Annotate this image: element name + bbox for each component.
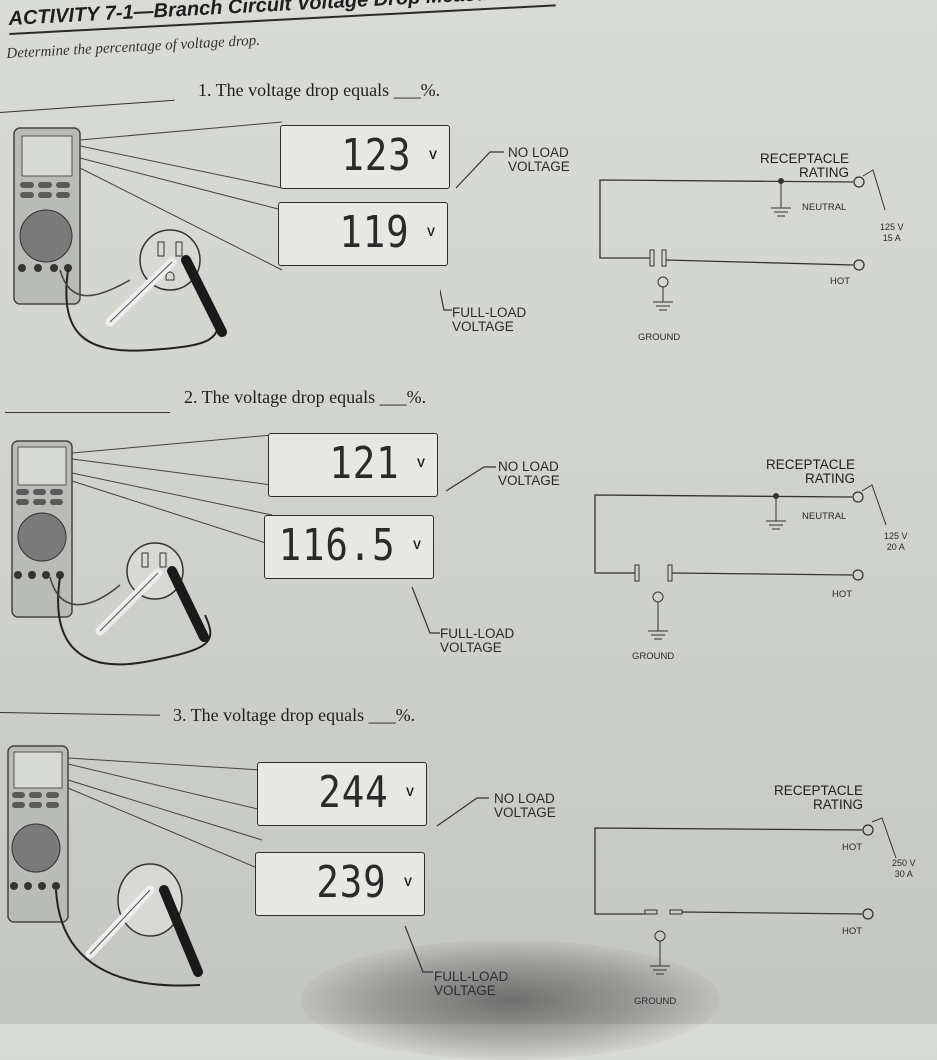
terminal-top-label: NEUTRAL xyxy=(802,511,847,522)
terminal-bottom-label: HOT xyxy=(842,926,863,937)
unit-label: V xyxy=(405,785,414,799)
terminal-top-label: HOT xyxy=(842,842,863,853)
full-load-value: 116.5 xyxy=(278,520,395,571)
full-load-reading-display: 116.5 V xyxy=(264,515,434,579)
multimeter-icon xyxy=(7,745,263,987)
receptacle-circuit-diagram xyxy=(599,169,886,311)
photo-shadow xyxy=(300,940,720,1060)
unit-label: V xyxy=(428,148,437,162)
unit-label: V xyxy=(403,875,412,889)
full-load-value: 239 xyxy=(315,857,386,908)
full-load-value: 119 xyxy=(338,207,409,258)
ground-label: GROUND xyxy=(632,651,675,662)
terminal-bottom-label: HOT xyxy=(832,589,853,600)
unit-label: V xyxy=(426,225,435,239)
no-load-reading-display: 244 V xyxy=(257,762,427,826)
multimeter-icon xyxy=(13,121,283,352)
terminal-bottom-label: HOT xyxy=(830,276,851,287)
unit-label: V xyxy=(416,456,425,470)
terminal-top-label: NEUTRAL xyxy=(802,202,847,213)
leader-lines xyxy=(440,151,504,311)
leader-lines xyxy=(411,466,496,634)
answer-line[interactable] xyxy=(5,412,170,413)
question-3: 3. The voltage drop equals ___%. xyxy=(173,705,416,725)
no-load-reading-display: 123 V xyxy=(280,125,450,189)
no-load-value: 121 xyxy=(328,438,399,489)
full-load-reading-display: 239 V xyxy=(255,852,425,916)
full-load-reading-display: 119 V xyxy=(278,202,448,266)
no-load-value: 123 xyxy=(340,130,411,181)
multimeter-icon xyxy=(11,434,273,666)
activity-title: ACTIVITY 7-1—Branch Circuit Voltage Drop… xyxy=(8,0,556,35)
unit-label: V xyxy=(412,538,421,552)
question-2: 2. The voltage drop equals ___%. xyxy=(184,387,427,407)
receptacle-circuit-diagram xyxy=(594,484,887,640)
question-1: 1. The voltage drop equals ___%. xyxy=(198,80,441,100)
no-load-reading-display: 121 V xyxy=(268,433,438,497)
no-load-value: 244 xyxy=(317,767,388,818)
ground-label: GROUND xyxy=(638,332,681,343)
instruction-text: Determine the percentage of voltage drop… xyxy=(6,32,261,62)
